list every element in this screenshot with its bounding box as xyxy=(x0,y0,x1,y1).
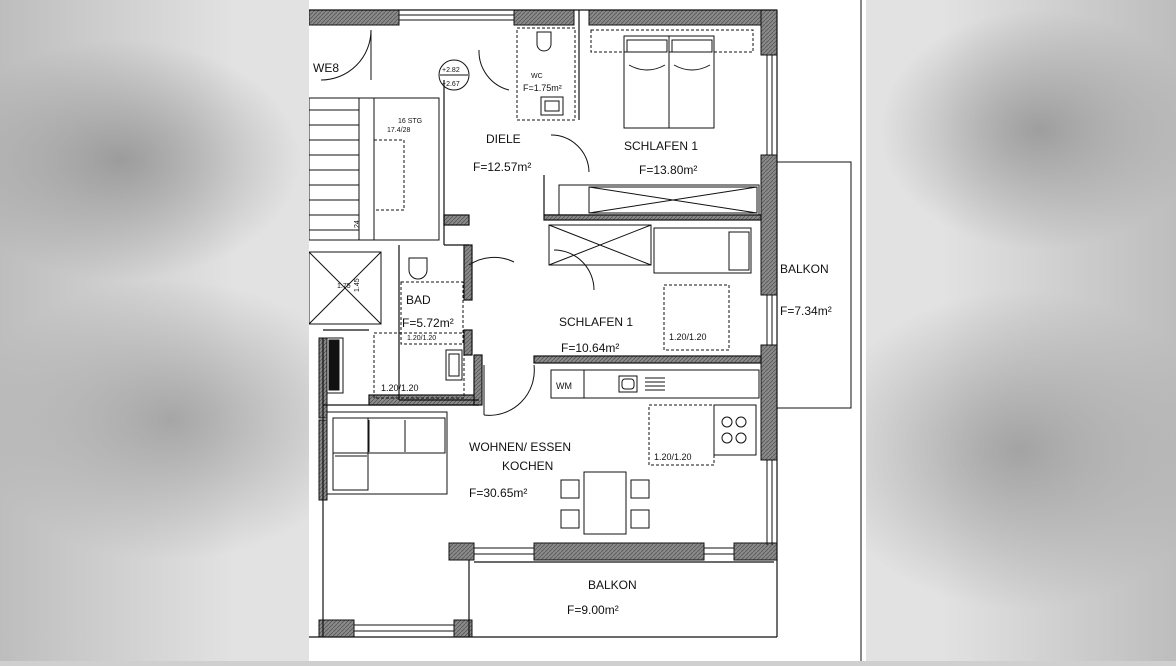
sofa xyxy=(326,411,448,495)
balkon-south-name: BALKON xyxy=(588,578,637,592)
bad-lower-clearance: 1.20/1.20 xyxy=(381,383,419,393)
staircase xyxy=(308,97,440,241)
level-upper: +2.82 xyxy=(442,67,460,74)
kitchen xyxy=(550,369,760,466)
wohnen-name2: KOCHEN xyxy=(502,459,553,473)
diele-name: DIELE xyxy=(486,132,521,146)
wardrobe-1 xyxy=(558,184,760,216)
floor-plan: WE8 +2.82 +2.67 16 STG 17.4/28 WC F=1.75… xyxy=(308,0,866,661)
wohnen-name1: WOHNEN/ ESSEN xyxy=(469,440,571,454)
wc-fixtures xyxy=(516,27,576,121)
label-we: WE8 xyxy=(313,61,339,75)
dim-24: 24 xyxy=(354,220,361,228)
bad-shower: 1.20/1.20 xyxy=(407,335,436,342)
windows xyxy=(354,14,773,632)
dim-145: 1.45 xyxy=(354,278,361,292)
schlafen-b-area: F=10.64m² xyxy=(561,341,619,355)
stairs-steps: 16 STG xyxy=(398,118,422,125)
schlafen-a-name: SCHLAFEN 1 xyxy=(624,139,698,153)
balkon-east-area: F=7.34m² xyxy=(780,304,832,318)
bad-area: F=5.72m² xyxy=(402,316,454,330)
wall-lines xyxy=(309,9,778,638)
balkon-east-name: BALKON xyxy=(780,262,829,276)
wc-area: F=1.75m² xyxy=(523,83,562,93)
schlafen-a-area: F=13.80m² xyxy=(639,163,697,177)
wm-label: WM xyxy=(556,381,572,391)
wohnen-clearance: 1.20/1.20 xyxy=(654,452,692,462)
dining-table xyxy=(560,471,650,535)
schlafen-b-name: SCHLAFEN 1 xyxy=(559,315,633,329)
door-swings xyxy=(320,29,595,416)
single-bed xyxy=(548,224,752,351)
schlafen-b-bed: 1.20/1.20 xyxy=(669,332,707,342)
elevator-shaft xyxy=(308,251,382,325)
wc-name: WC xyxy=(531,73,543,80)
balkon-south-area: F=9.00m² xyxy=(567,603,619,617)
dim-175: 1.75 xyxy=(337,283,351,290)
diele-area: F=12.57m² xyxy=(473,160,531,174)
bathroom-fixtures xyxy=(326,257,465,399)
east-balcony-outline xyxy=(777,161,852,409)
level-lower: +2.67 xyxy=(442,81,460,88)
double-bed xyxy=(590,29,754,129)
level-marker xyxy=(438,59,470,91)
stairs-ratio: 17.4/28 xyxy=(387,127,410,134)
wohnen-area: F=30.65m² xyxy=(469,486,527,500)
bad-name: BAD xyxy=(406,293,431,307)
floor-plan-drawing: WE8 +2.82 +2.67 16 STG 17.4/28 WC F=1.75… xyxy=(308,0,862,661)
